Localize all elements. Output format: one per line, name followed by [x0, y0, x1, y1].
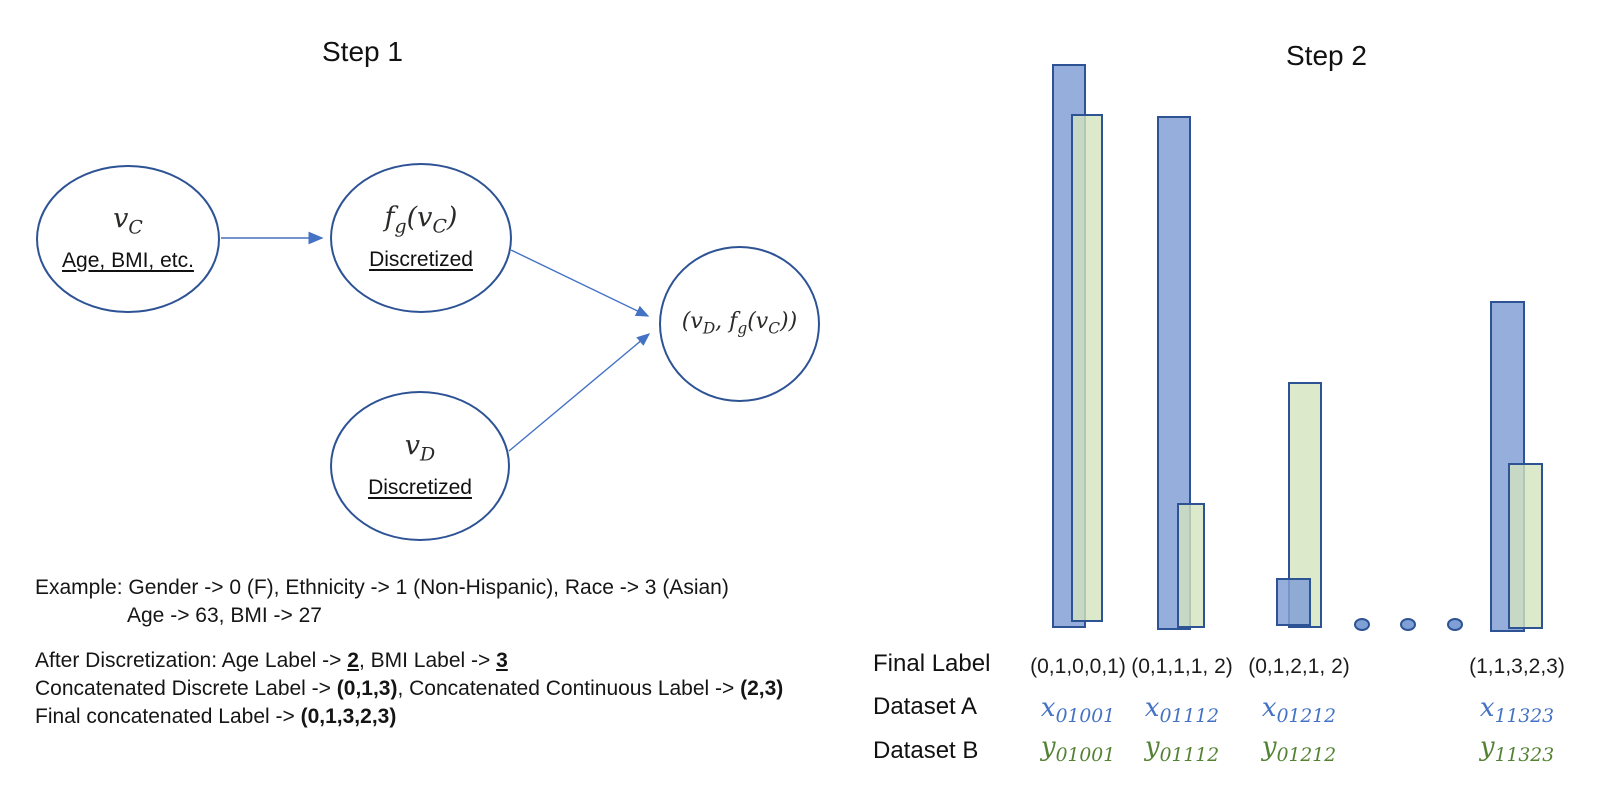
final-label-value-1: (0,1,0,0,1) [1030, 655, 1126, 678]
node-fg-label: Discretized [369, 248, 473, 272]
bar-dataset-b-group-4 [1508, 463, 1543, 629]
row-header-dataset-a: Dataset A [873, 693, 978, 720]
node-fg-math: fg(vC) [384, 201, 458, 238]
node-vc-math: vC [113, 202, 143, 239]
example-line-1: Example: Gender -> 0 (F), Ethnicity -> 1… [35, 576, 729, 599]
ellipsis-dot-1 [1354, 617, 1370, 631]
step1-title: Step 1 [322, 36, 403, 67]
dataset-a-value-4: x11323 [1479, 693, 1555, 728]
node-vc: vC Age, BMI, etc. [36, 165, 220, 313]
dataset-b-value-3: y01212 [1261, 732, 1337, 767]
example-line-2: Age -> 63, BMI -> 27 [127, 604, 322, 627]
row-header-dataset-b: Dataset B [873, 737, 979, 764]
dataset-a-value-1: x01001 [1040, 693, 1116, 728]
bar-dataset-b-group-1 [1071, 114, 1103, 622]
ellipsis-dot-3 [1447, 617, 1463, 631]
example-text-block: Example: Gender -> 0 (F), Ethnicity -> 1… [35, 574, 795, 731]
bar-dataset-a-group-3 [1276, 578, 1311, 626]
dataset-b-value-2: y01112 [1144, 732, 1220, 767]
step2-title: Step 2 [1286, 40, 1367, 71]
arrow-vd-to-pair [508, 333, 651, 452]
node-fg: fg(vC) Discretized [330, 163, 512, 313]
node-pair: (vD, fg(vC)) [659, 246, 820, 402]
final-label-value-2: (0,1,1,1, 2) [1131, 655, 1233, 678]
bar-dataset-b-group-2 [1177, 503, 1205, 628]
example-line-3: After Discretization: Age Label -> 2, BM… [35, 649, 508, 672]
node-vd-math: vD [404, 429, 436, 466]
dataset-b-value-4: y11323 [1479, 732, 1555, 767]
final-label-value-3: (0,1,2,1, 2) [1248, 655, 1350, 678]
dataset-a-value-3: x01212 [1261, 693, 1337, 728]
node-vc-label: Age, BMI, etc. [62, 249, 194, 273]
dataset-b-value-1: y01001 [1040, 732, 1116, 767]
dataset-a-value-2: x01112 [1144, 693, 1220, 728]
node-vd: vD Discretized [330, 391, 510, 541]
row-header-final-label: Final Label [873, 650, 991, 677]
ellipsis-dot-2 [1400, 617, 1416, 631]
arrow-fg-to-pair [510, 249, 650, 317]
example-line-5: Final concatenated Label -> (0,1,3,2,3) [35, 705, 397, 728]
node-vd-label: Discretized [368, 476, 472, 500]
final-label-value-4: (1,1,3,2,3) [1469, 655, 1565, 678]
example-line-4: Concatenated Discrete Label -> (0,1,3), … [35, 677, 784, 700]
node-pair-math: (vD, fg(vC)) [681, 309, 798, 338]
